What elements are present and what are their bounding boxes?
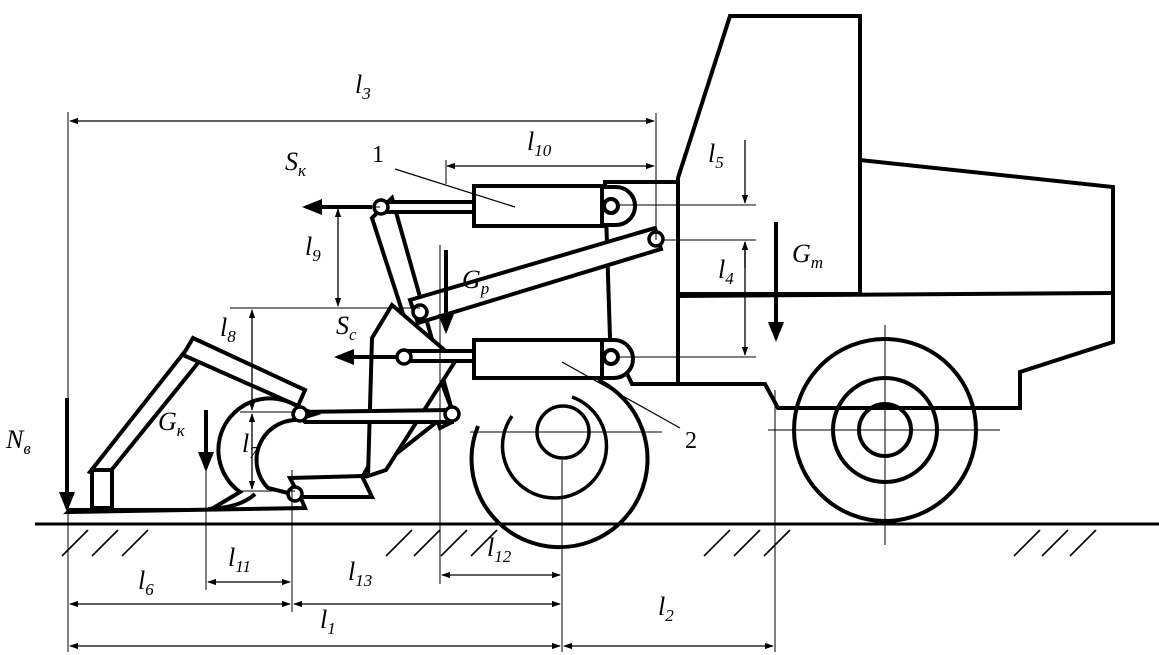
label-l1: l1 bbox=[320, 605, 336, 638]
label-l12: l12 bbox=[487, 533, 512, 566]
label-Gp: Gp bbox=[462, 265, 489, 298]
dimension-lines bbox=[69, 117, 774, 650]
label-l6: l6 bbox=[138, 566, 154, 599]
label-l8: l8 bbox=[220, 313, 236, 346]
label-l4: l4 bbox=[718, 255, 734, 288]
callout-leaders bbox=[394, 168, 681, 429]
label-l9: l9 bbox=[305, 232, 321, 265]
label-Sk: Sк bbox=[285, 147, 307, 180]
construction-lines bbox=[67, 112, 776, 652]
bucket bbox=[63, 335, 322, 515]
tractor-body bbox=[602, 14, 1115, 410]
callout-1: 1 bbox=[372, 142, 384, 168]
ground-hatching bbox=[61, 529, 1097, 557]
hood bbox=[678, 158, 1115, 410]
label-l2: l2 bbox=[658, 592, 674, 625]
rear-wheel bbox=[768, 325, 1000, 545]
front-wheel bbox=[469, 378, 662, 550]
label-Nv: Nв bbox=[5, 425, 31, 458]
label-l13: l13 bbox=[348, 557, 372, 590]
labels: l3 l10 l5 l4 l9 l8 l7 l11 l12 l6 l13 l1 … bbox=[5, 70, 823, 638]
label-l5: l5 bbox=[708, 139, 724, 172]
label-Gk: Gк bbox=[158, 407, 186, 440]
tilt-cylinder bbox=[378, 184, 637, 228]
label-l7: l7 bbox=[242, 429, 259, 462]
label-l11: l11 bbox=[228, 543, 251, 576]
lift-cylinder bbox=[402, 338, 635, 380]
label-Sc: Sc bbox=[336, 311, 357, 344]
callout-2: 2 bbox=[685, 428, 697, 454]
label-l10: l10 bbox=[527, 127, 552, 160]
label-Gm: Gm bbox=[792, 239, 823, 272]
frame-plate bbox=[602, 180, 680, 386]
label-l3: l3 bbox=[355, 70, 371, 103]
force-arrows bbox=[59, 199, 784, 512]
cab bbox=[676, 14, 862, 296]
